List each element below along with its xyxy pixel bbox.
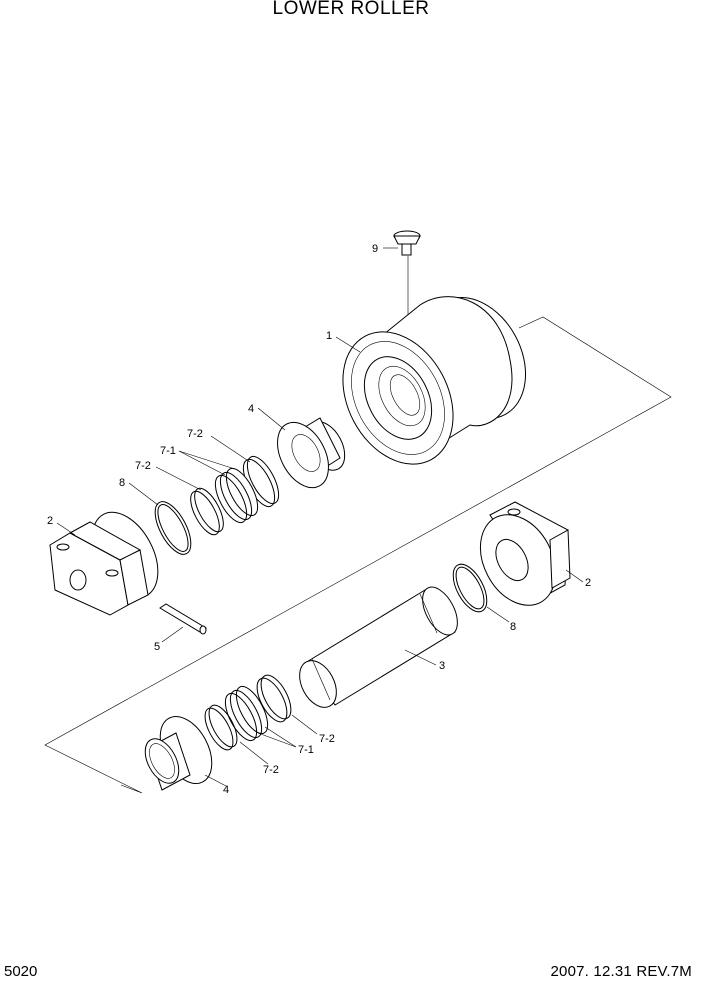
callout-2-right: 2 [585,577,591,589]
assembly-boundary-lines [44,316,672,794]
page-number: 5020 [4,963,38,980]
callout-2-left: 2 [47,515,53,527]
collar-top-part [277,417,346,489]
roller-body-part [342,296,527,465]
callout-7-2-a: 7-2 [187,428,203,440]
callout-4-bottom: 4 [223,784,229,796]
bracket-left-part [49,511,159,616]
callout-7-2-b: 7-2 [135,460,151,472]
callout-7-2-d: 7-2 [263,764,279,776]
pin-part [159,603,207,635]
oring-left-part [154,501,192,555]
callout-8-right: 8 [510,621,516,633]
oring-right-part [452,563,488,613]
callout-9: 9 [372,243,378,255]
plug-part [393,230,421,330]
callout-7-1-b: 7-1 [298,744,314,756]
leader-lines [56,247,584,787]
callout-4-top: 4 [248,403,254,415]
callout-5: 5 [154,641,160,653]
callout-8-left: 8 [119,477,125,489]
shaft-part [299,586,458,708]
callout-7-1-a: 7-1 [160,445,176,457]
seal-group-bottom [204,674,292,751]
collar-bottom-part [144,716,213,791]
seal-group-top [190,455,280,536]
callout-1: 1 [326,330,332,342]
callout-7-2-c: 7-2 [319,733,335,745]
revision-date: 2007. 12.31 REV.7M [550,963,692,980]
bracket-right-part [479,501,571,606]
callout-3: 3 [439,660,445,672]
page-title: LOWER ROLLER [272,0,430,19]
